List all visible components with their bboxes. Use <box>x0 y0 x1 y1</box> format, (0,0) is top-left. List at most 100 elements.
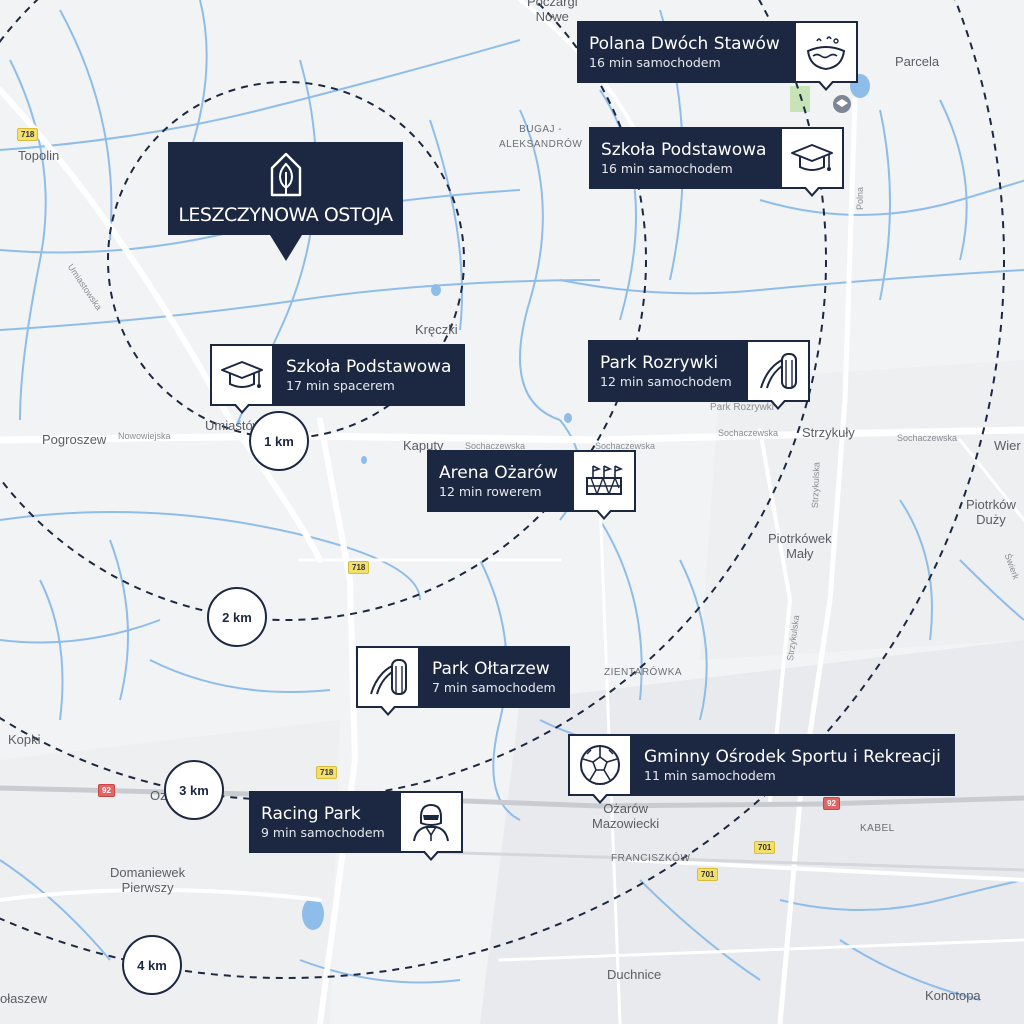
street-sochaczewska-4: Sochaczewska <box>897 433 958 443</box>
poi-name: Szkoła Podstawowa <box>601 139 767 160</box>
ring-label-3km: 3 km <box>164 760 224 820</box>
poi-icon-box <box>745 340 810 410</box>
route-718-shield: 718 <box>348 561 370 574</box>
route-92-shield: 92 <box>823 797 840 810</box>
brand-name: LESZCZYNOWA OSTOJA <box>178 204 393 226</box>
route-718-shield: 718 <box>316 766 338 779</box>
graduation-cap-icon <box>221 361 263 388</box>
place-kreczki: Kręczki <box>415 322 458 337</box>
poi-time: 12 min rowerem <box>439 483 542 499</box>
poi-text: Szkoła Podstawowa 17 min spacerem <box>274 344 466 406</box>
poi-name: Park Ołtarzew <box>432 658 550 679</box>
place-umiastow: Umiastów <box>205 418 263 433</box>
pond-icon <box>806 36 845 71</box>
poi-szkola-podstawowa-ne[interactable]: Szkoła Podstawowa 16 min samochodem <box>589 127 845 197</box>
route-701-shield: 701 <box>754 841 776 854</box>
poi-name: Gminny Ośrodek Sportu i Rekreacji <box>644 746 941 767</box>
poi-racing-park[interactable]: Racing Park 9 min samochodem <box>249 791 463 861</box>
poi-time: 16 min samochodem <box>601 160 733 176</box>
poi-name: Szkoła Podstawowa <box>286 356 452 377</box>
poi-time: 12 min samochodem <box>600 373 732 389</box>
poi-text: Szkoła Podstawowa 16 min samochodem <box>589 127 781 189</box>
place-franciszkow: FRANCISZKÓW <box>611 853 691 864</box>
place-kabel: KABEL <box>860 823 895 834</box>
place-topolin: Topolin <box>18 148 60 163</box>
poi-gminny-osrodek-sportu[interactable]: Gminny Ośrodek Sportu i Rekreacji 11 min… <box>568 734 955 804</box>
place-park-rozrywki-map: Park Rozrywki <box>710 402 774 413</box>
place-wier: Wier <box>994 438 1021 453</box>
route-718-shield: 718 <box>17 128 39 141</box>
poi-park-rozrywki[interactable]: Park Rozrywki 12 min samochodem <box>588 340 810 410</box>
poi-icon-box <box>793 21 858 91</box>
place-kopki: Kopki <box>8 732 41 747</box>
poi-text: Park Rozrywki 12 min samochodem <box>588 340 746 402</box>
route-92-shield: 92 <box>98 784 115 797</box>
street-polna: Polna <box>855 186 865 210</box>
place-bugaj-aleksandrow: BUGAJ -ALEKSANDRÓW <box>499 124 583 150</box>
racing-driver-icon <box>412 803 449 842</box>
poi-icon-box <box>571 450 636 520</box>
poi-time: 16 min samochodem <box>589 54 721 70</box>
street-sochaczewska-2: Sochaczewska <box>595 441 656 451</box>
place-duchnice: Duchnice <box>607 967 662 982</box>
poi-icon-box <box>780 127 845 197</box>
place-golaszew: ołaszew <box>0 991 47 1006</box>
poi-icon-box <box>568 734 632 804</box>
park-area <box>790 86 810 112</box>
poi-text: Gminny Ośrodek Sportu i Rekreacji 11 min… <box>632 734 955 796</box>
place-kaputy: Kaputy <box>403 438 444 453</box>
ring-label-4km: 4 km <box>122 935 182 995</box>
poi-icon-box <box>210 344 274 414</box>
poi-polana-dwoch-stawow[interactable]: Polana Dwóch Stawów 16 min samochodem <box>577 21 858 91</box>
street-sochaczewska-1: Sochaczewska <box>465 441 526 451</box>
street-sochaczewska-3: Sochaczewska <box>718 428 779 438</box>
poi-szkola-podstawowa-walk[interactable]: Szkoła Podstawowa 17 min spacerem <box>210 344 466 414</box>
route-701-shield: 701 <box>697 868 719 881</box>
poi-park-oltarzew[interactable]: Park Ołtarzew 7 min samochodem <box>356 646 570 716</box>
soccer-ball-icon <box>580 745 620 785</box>
poi-time: 9 min samochodem <box>261 824 385 840</box>
poi-name: Polana Dwóch Stawów <box>589 33 780 54</box>
poi-text: Arena Ożarów 12 min rowerem <box>427 450 572 512</box>
poi-arena-ozarow[interactable]: Arena Ożarów 12 min rowerem <box>427 450 636 520</box>
ring-label-2km: 2 km <box>207 587 267 647</box>
stadium-icon <box>585 465 624 495</box>
place-pogroszew: Pogroszew <box>42 432 107 447</box>
poi-icon-box <box>398 791 463 861</box>
place-oz-fragment: Oz <box>150 788 167 803</box>
house-leaf-icon <box>270 152 301 197</box>
ring-label-1km: 1 km <box>249 411 309 471</box>
graduation-cap-icon <box>791 144 834 171</box>
development-marker[interactable]: LESZCZYNOWA OSTOJA <box>168 142 403 261</box>
school-marker-icon <box>836 99 848 107</box>
poi-time: 7 min samochodem <box>432 679 556 695</box>
street-strzykulska-1: Strzykulska <box>809 461 822 509</box>
place-strzykuly: Strzykuły <box>802 425 855 440</box>
streams <box>0 0 1024 1001</box>
ring-2km <box>0 0 647 621</box>
place-parcela: Parcela <box>895 54 940 69</box>
poi-text: Park Ołtarzew 7 min samochodem <box>420 646 570 708</box>
poi-name: Park Rozrywki <box>600 352 719 373</box>
poi-icon-box <box>356 646 420 716</box>
poi-name: Racing Park <box>261 803 361 824</box>
slide-icon <box>759 353 797 389</box>
poi-text: Racing Park 9 min samochodem <box>249 791 399 853</box>
poi-name: Arena Ożarów <box>439 462 558 483</box>
poi-time: 17 min spacerem <box>286 377 395 393</box>
slide-icon <box>370 659 407 695</box>
railway <box>359 848 1024 872</box>
poi-text: Polana Dwóch Stawów 16 min samochodem <box>577 21 794 83</box>
place-konotopa: Konotopa <box>925 988 981 1003</box>
street-nowowiejska: Nowowiejska <box>118 431 171 441</box>
place-zientarowka: ZIENTARÓWKA <box>604 667 683 678</box>
poi-time: 11 min samochodem <box>644 767 776 783</box>
ring-4km <box>0 0 1005 979</box>
